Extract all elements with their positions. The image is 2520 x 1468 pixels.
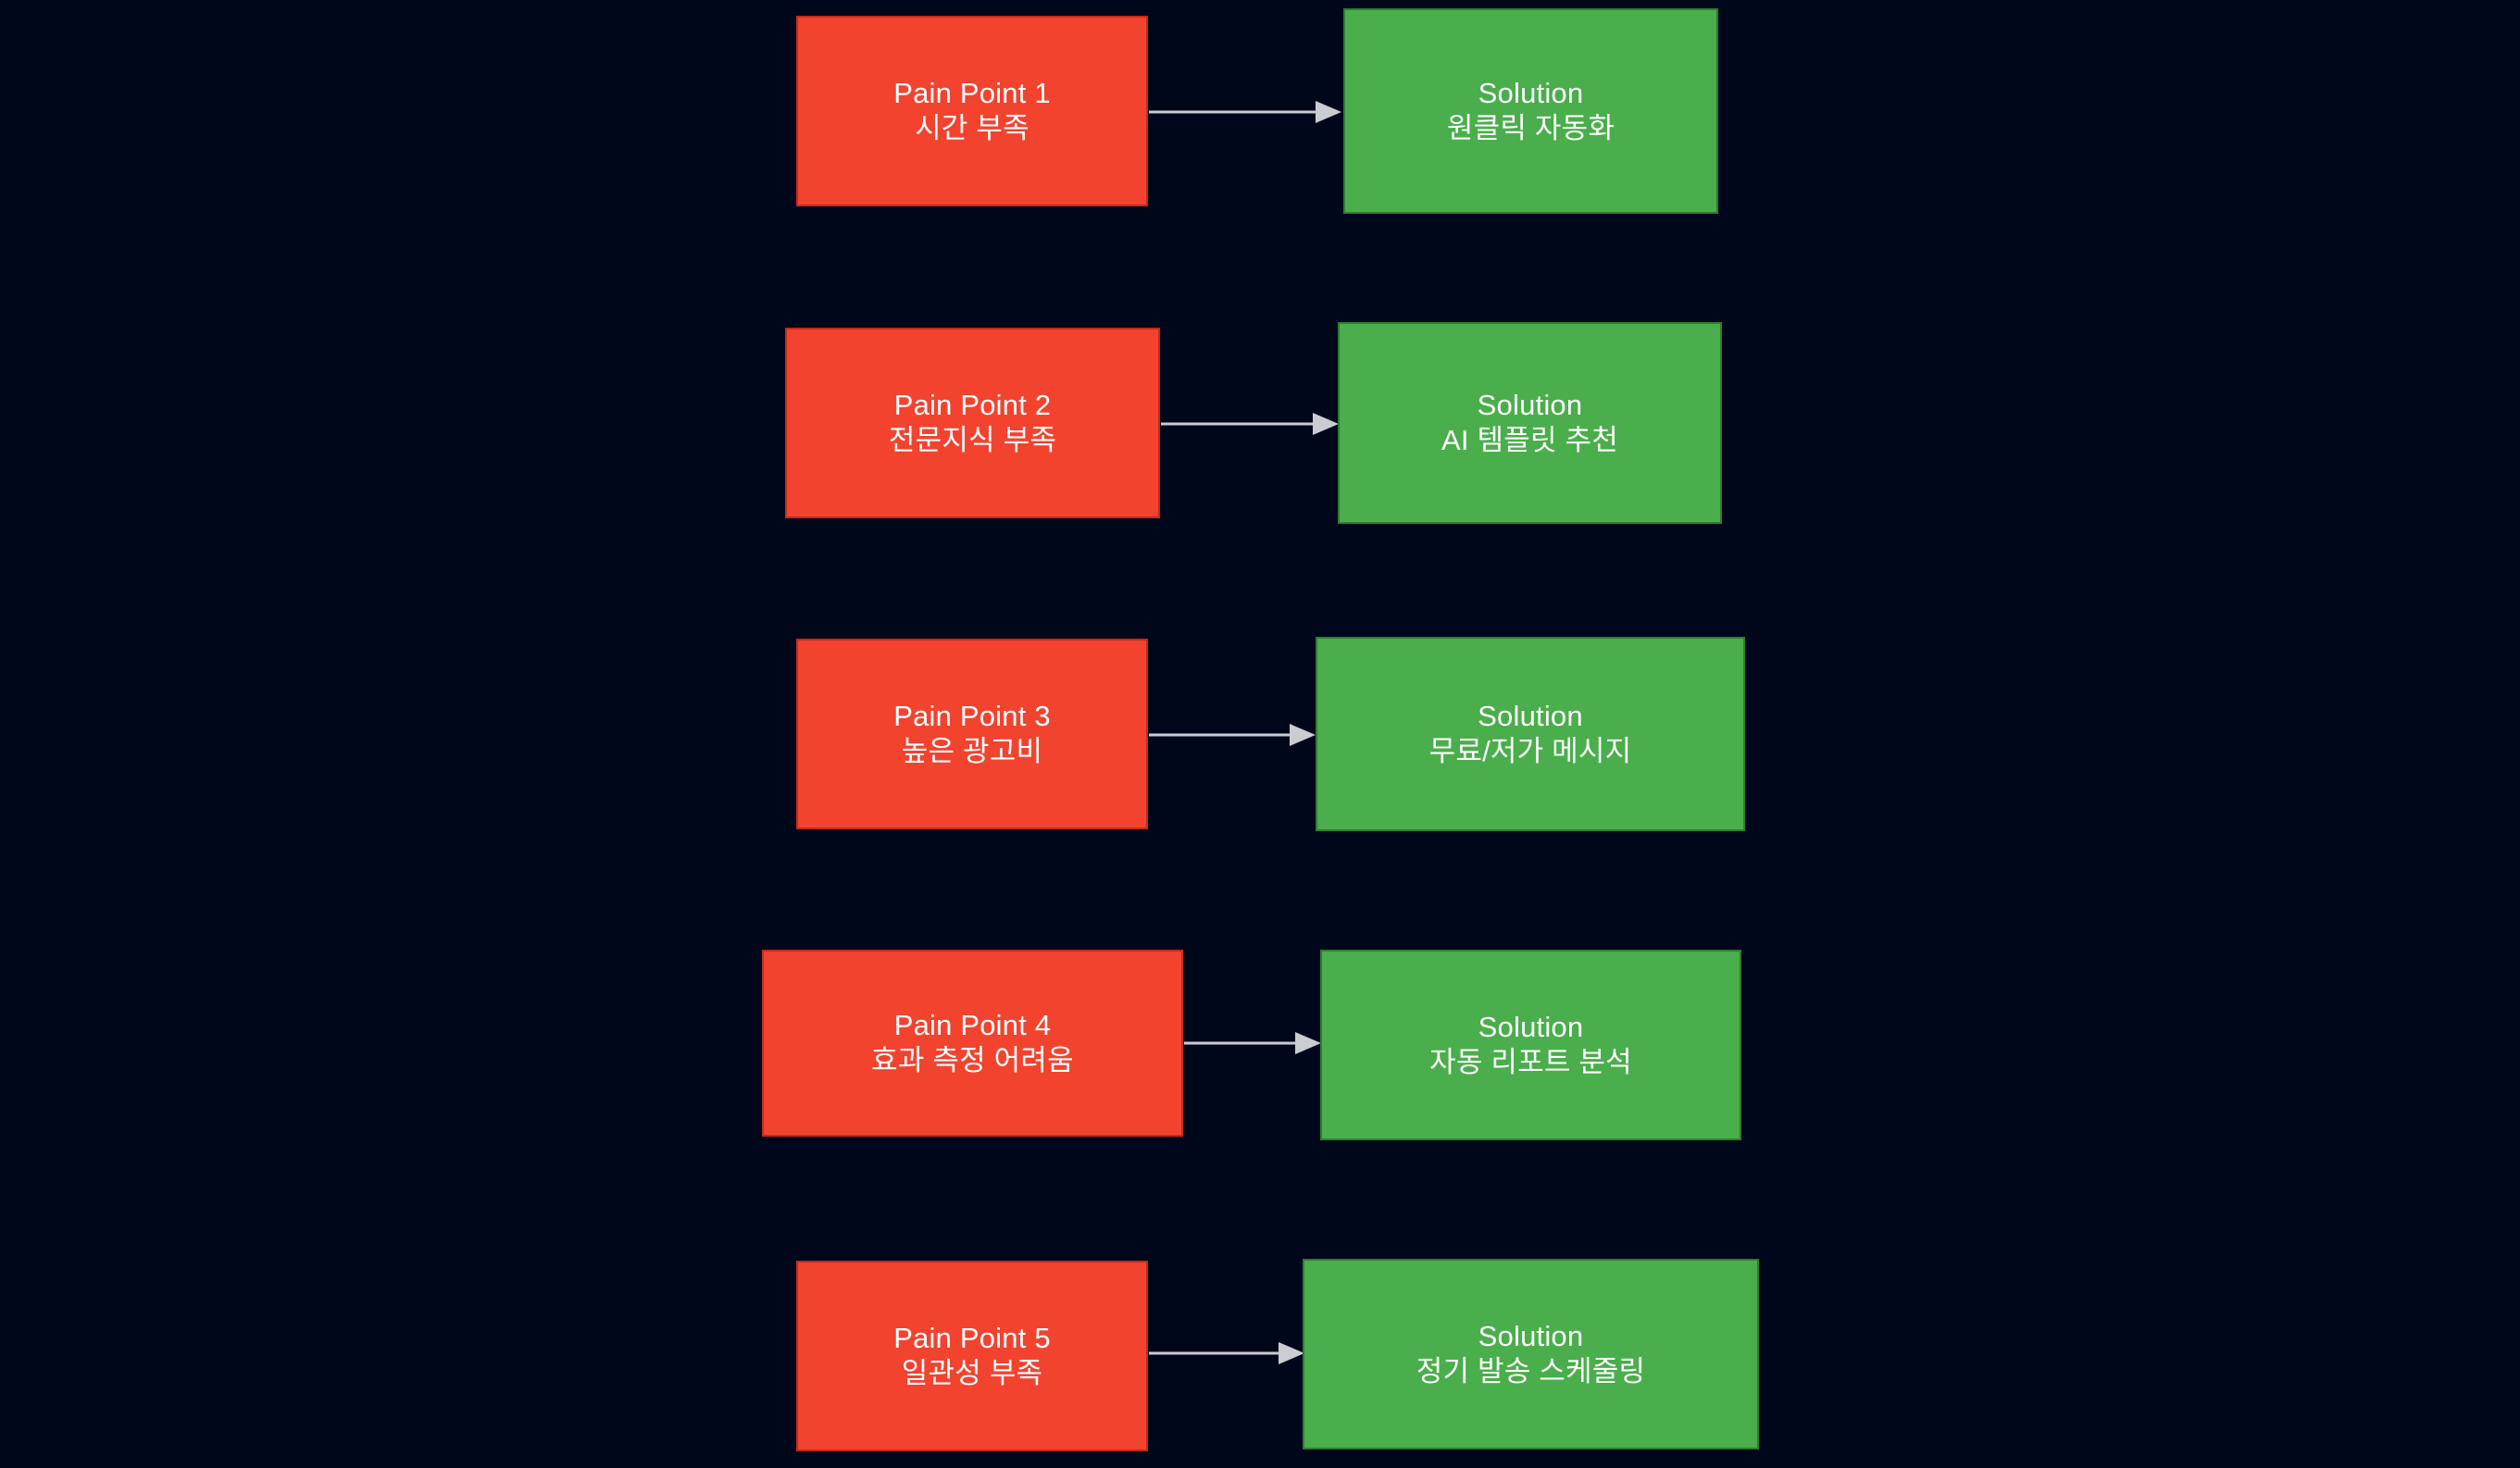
arrow-right-icon-5 bbox=[1149, 1342, 1304, 1364]
pain-point-title-2: Pain Point 2 bbox=[893, 389, 1052, 422]
solution-node-3[interactable]: Solution 무료/저가 메시지 bbox=[1316, 637, 1745, 831]
pain-point-title-1: Pain Point 1 bbox=[893, 77, 1051, 110]
pain-point-node-2[interactable]: Pain Point 2 전문지식 부족 bbox=[785, 328, 1160, 518]
solution-title-5: Solution bbox=[1478, 1320, 1584, 1353]
solution-detail-4: 자동 리포트 분석 bbox=[1429, 1046, 1632, 1078]
pain-point-title-4: Pain Point 4 bbox=[893, 1009, 1052, 1042]
solution-title-3: Solution bbox=[1478, 700, 1583, 733]
pain-point-detail-4: 효과 측정 어려움 bbox=[871, 1044, 1074, 1076]
solution-title-4: Solution bbox=[1478, 1011, 1584, 1044]
pain-point-detail-1: 시간 부족 bbox=[915, 112, 1029, 144]
arrow-right-icon-3 bbox=[1149, 724, 1316, 746]
solution-title-1: Solution bbox=[1478, 77, 1584, 110]
pain-point-node-3[interactable]: Pain Point 3 높은 광고비 bbox=[796, 639, 1148, 829]
pain-point-node-1[interactable]: Pain Point 1 시간 부족 bbox=[796, 16, 1148, 206]
arrow-right-icon-1 bbox=[1149, 101, 1341, 123]
solution-title-2: Solution bbox=[1477, 389, 1583, 422]
solution-node-2[interactable]: Solution AI 템플릿 추천 bbox=[1338, 322, 1722, 524]
solution-node-5[interactable]: Solution 정기 발송 스케줄링 bbox=[1303, 1259, 1759, 1449]
pain-point-title-5: Pain Point 5 bbox=[893, 1322, 1051, 1355]
solution-node-4[interactable]: Solution 자동 리포트 분석 bbox=[1320, 950, 1741, 1140]
solution-detail-3: 무료/저가 메시지 bbox=[1428, 735, 1632, 767]
arrow-right-icon-4 bbox=[1184, 1032, 1321, 1054]
pain-point-detail-2: 전문지식 부족 bbox=[888, 424, 1057, 456]
solution-detail-1: 원클릭 자동화 bbox=[1446, 112, 1616, 144]
solution-detail-5: 정기 발송 스케줄링 bbox=[1416, 1355, 1646, 1387]
pain-point-detail-3: 높은 광고비 bbox=[901, 735, 1043, 767]
solution-node-1[interactable]: Solution 원클릭 자동화 bbox=[1343, 8, 1718, 214]
pain-point-title-3: Pain Point 3 bbox=[893, 700, 1051, 733]
arrow-right-icon-2 bbox=[1161, 413, 1339, 435]
solution-detail-2: AI 템플릿 추천 bbox=[1441, 424, 1618, 456]
pain-point-node-5[interactable]: Pain Point 5 일관성 부족 bbox=[796, 1261, 1148, 1451]
pain-point-node-4[interactable]: Pain Point 4 효과 측정 어려움 bbox=[762, 950, 1183, 1137]
pain-point-detail-5: 일관성 부족 bbox=[901, 1357, 1043, 1389]
